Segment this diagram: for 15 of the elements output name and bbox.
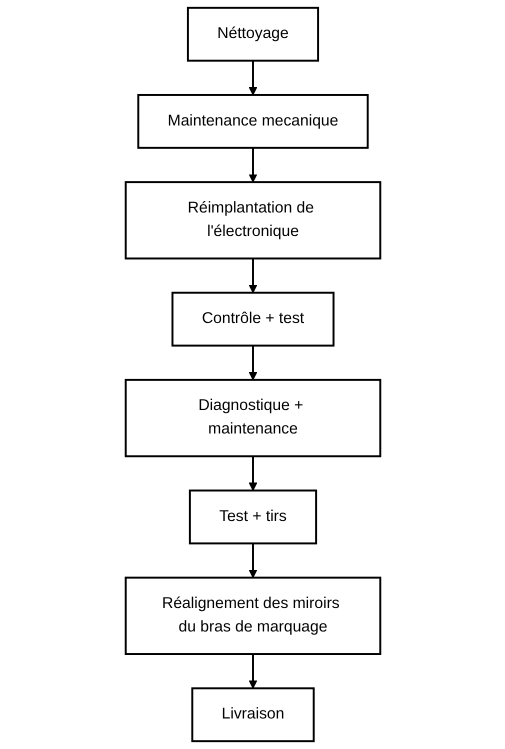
arrow <box>248 148 257 182</box>
arrow <box>248 346 257 380</box>
arrow <box>248 654 257 689</box>
node-box: Livraison <box>190 687 314 742</box>
arrow <box>248 258 257 294</box>
node-box: Maintenance mecanique <box>136 94 368 149</box>
node-box: Réalignement des miroirs du bras de marquage <box>124 576 381 655</box>
node-box: Diagnostique + maintenance <box>124 378 381 458</box>
node-box: Néttoyage <box>186 6 319 62</box>
arrow <box>248 456 257 491</box>
node-box: Réimplantation de l'électronique <box>124 181 381 260</box>
node-box: Test + tirs <box>188 490 317 544</box>
arrow <box>248 60 257 96</box>
node-box: Contrôle + test <box>171 292 334 347</box>
arrow <box>248 543 257 578</box>
